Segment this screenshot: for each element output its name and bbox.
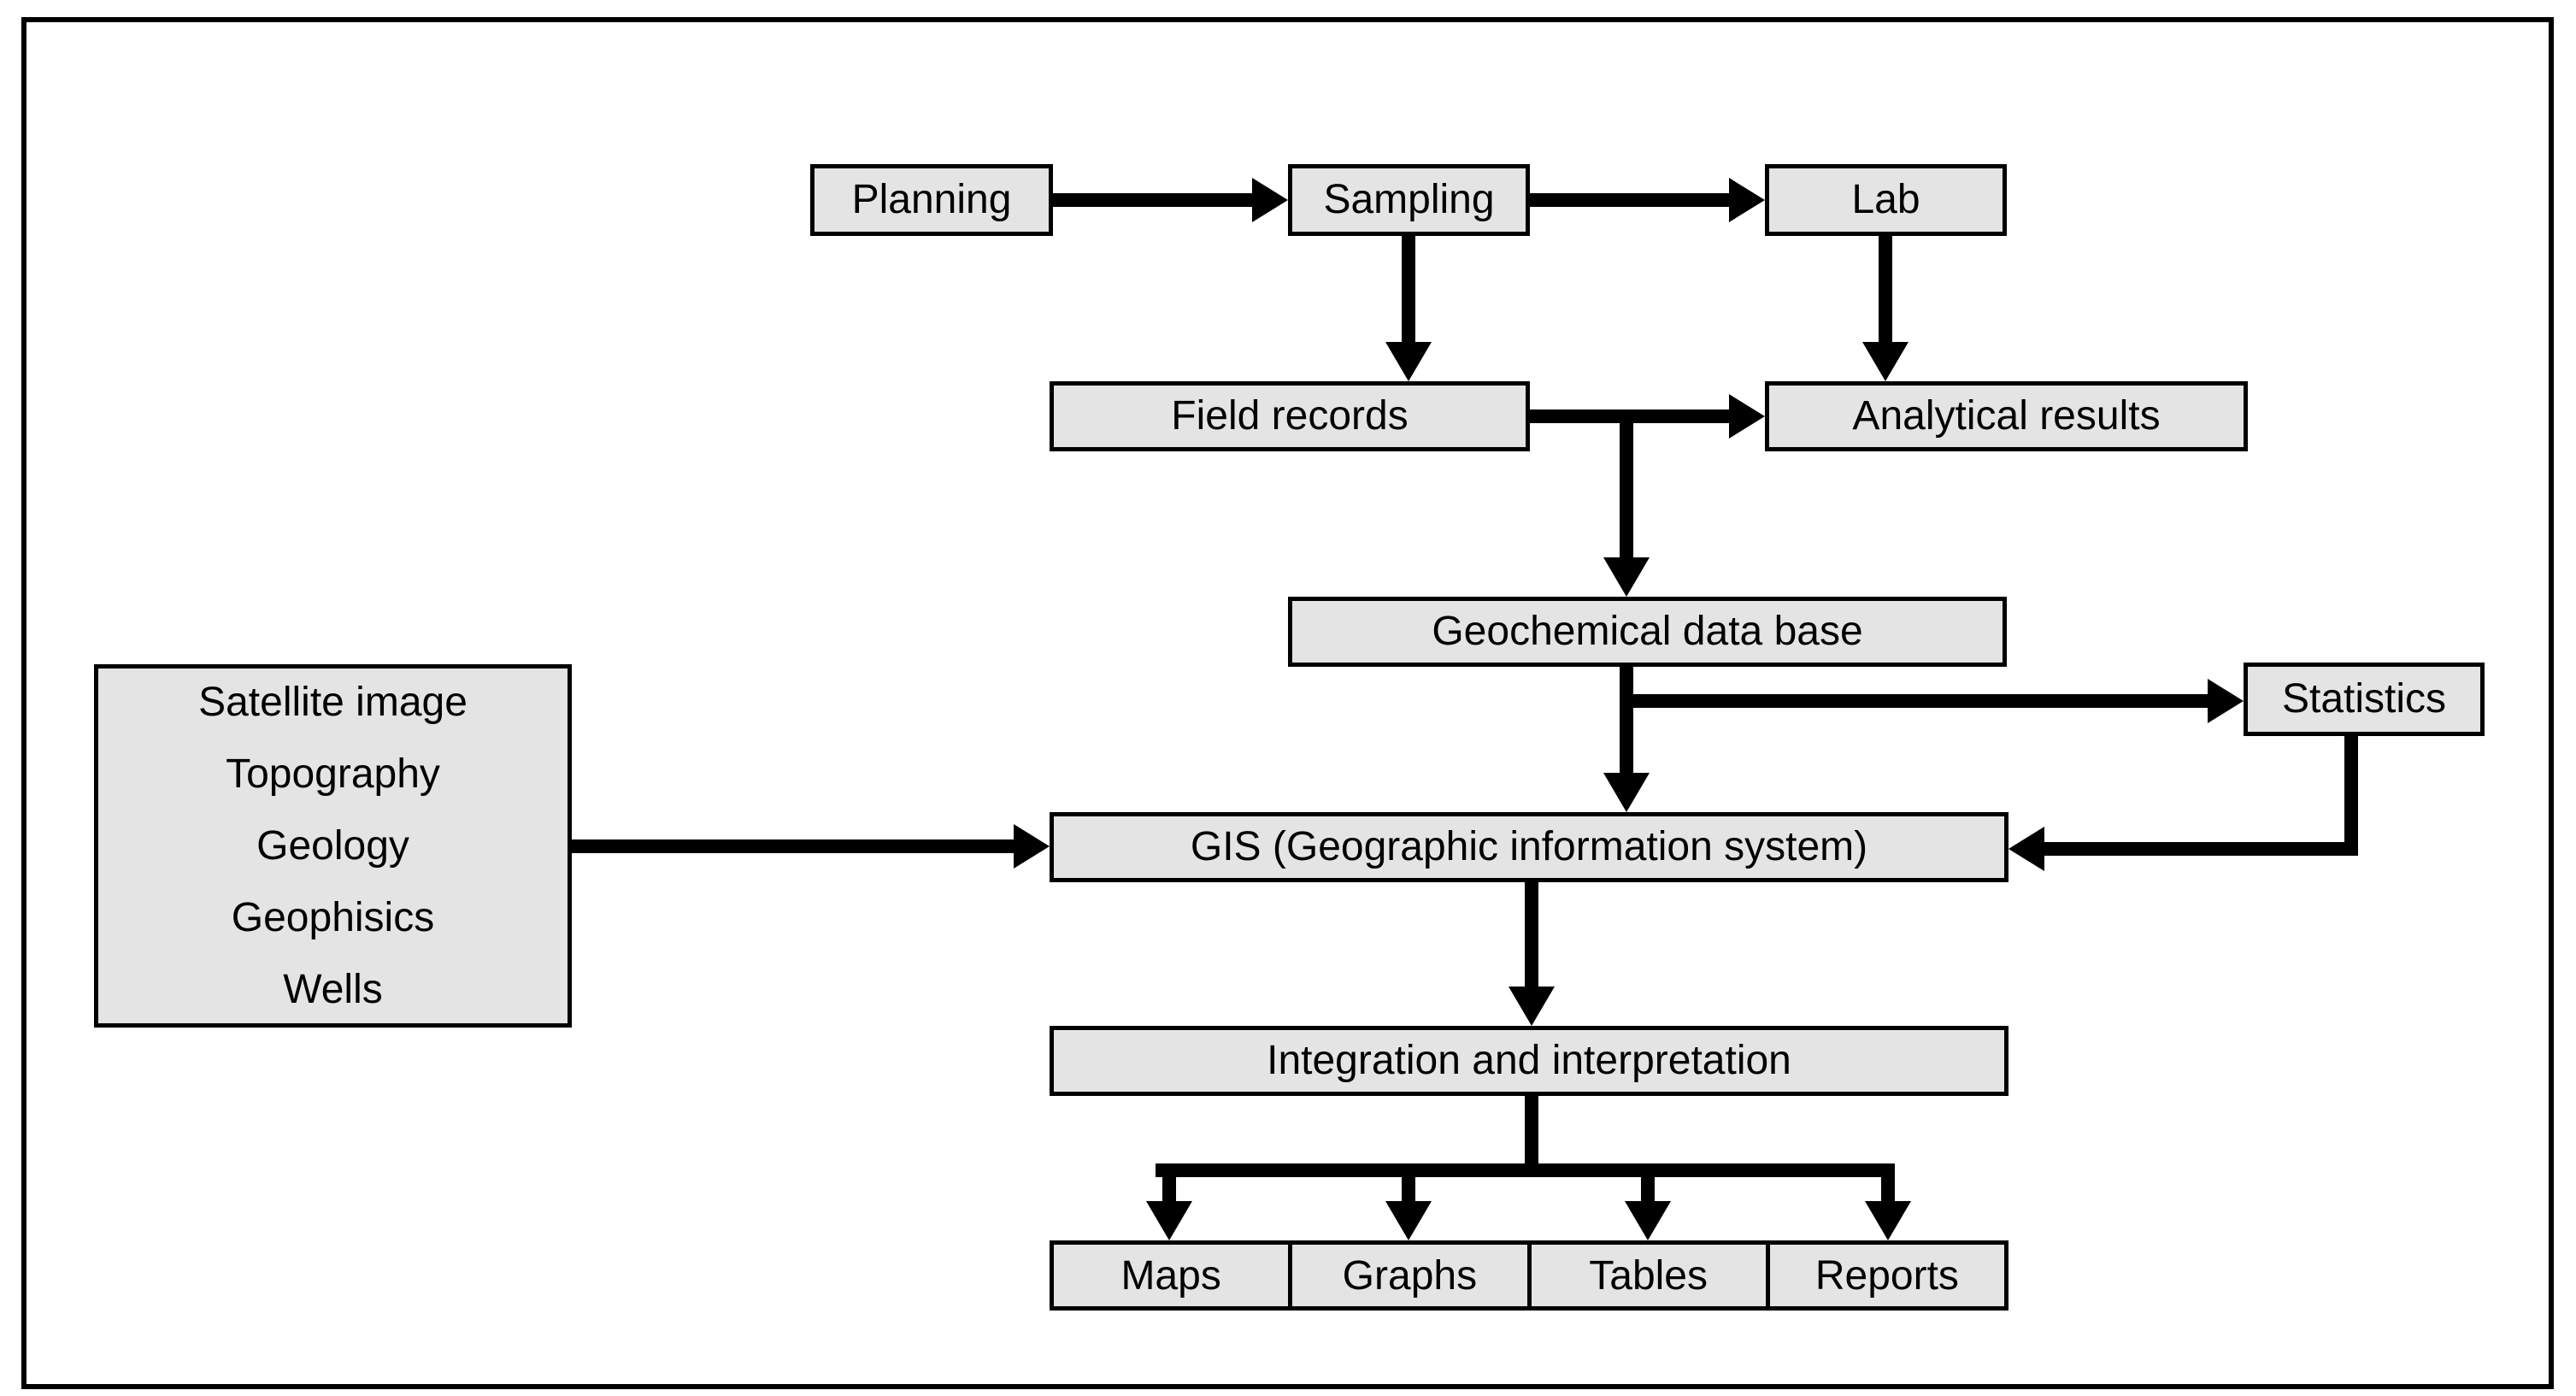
arrowhead-right-icon (1729, 394, 1765, 439)
node-inputs: Satellite image Topography Geology Geoph… (94, 664, 572, 1028)
arrowhead-down-icon (1509, 987, 1555, 1026)
arrowhead-right-icon (1252, 178, 1288, 222)
diagram-outer-frame (21, 17, 2554, 1389)
arrow-shaft (1879, 236, 1892, 349)
node-analytical-results: Analytical results (1765, 381, 2248, 451)
node-planning: Planning (810, 164, 1053, 236)
arrow-shaft (572, 839, 1014, 853)
arrowhead-down-icon (1603, 557, 1650, 597)
arrowhead-down-icon (1603, 773, 1650, 812)
arrow-shaft (1620, 667, 1633, 778)
fanout-drop-reports (1881, 1177, 1895, 1206)
arrow-shaft (1525, 882, 1538, 992)
fanout-stem (1525, 1096, 1538, 1177)
arrowhead-right-icon (1729, 178, 1765, 222)
node-sampling: Sampling (1288, 164, 1530, 236)
arrow-shaft (1626, 694, 2208, 708)
node-gis: GIS (Geographic information system) (1050, 812, 2008, 882)
input-line-geology: Geology (256, 822, 409, 869)
fanout-bar (1156, 1163, 1895, 1177)
node-statistics: Statistics (2244, 663, 2485, 736)
fanout-drop-graphs (1402, 1177, 1415, 1206)
node-field-records: Field records (1050, 381, 1530, 451)
node-tables: Tables (1526, 1240, 1770, 1311)
arrowhead-down-icon (1385, 1201, 1432, 1240)
input-line-satellite-image: Satellite image (198, 679, 468, 725)
input-line-topography: Topography (226, 751, 440, 797)
node-geochemical-data-base: Geochemical data base (1288, 597, 2007, 667)
arrowhead-down-icon (1865, 1201, 1911, 1240)
arrow-shaft (1530, 193, 1731, 207)
node-integration: Integration and interpretation (1050, 1026, 2008, 1096)
node-graphs: Graphs (1288, 1240, 1532, 1311)
arrowhead-down-icon (1385, 342, 1432, 381)
node-reports: Reports (1765, 1240, 2008, 1311)
node-maps: Maps (1050, 1240, 1293, 1311)
arrow-shaft (1402, 236, 1415, 349)
arrowhead-right-icon (1014, 824, 1050, 869)
arrow-shaft (1053, 193, 1256, 207)
input-line-wells: Wells (283, 966, 383, 1012)
arrowhead-down-icon (1625, 1201, 1671, 1240)
arrow-shaft (2044, 842, 2351, 856)
fanout-drop-tables (1641, 1177, 1655, 1206)
outputs-row: Maps Graphs Tables Reports (1050, 1240, 2008, 1311)
node-lab: Lab (1765, 164, 2007, 236)
arrowhead-right-icon (2208, 679, 2244, 723)
arrowhead-left-icon (2008, 827, 2044, 871)
fanout-drop-maps (1162, 1177, 1176, 1206)
arrow-shaft (2344, 736, 2358, 856)
arrow-shaft (1620, 409, 1633, 563)
input-line-geophisics: Geophisics (231, 894, 435, 940)
arrowhead-down-icon (1146, 1201, 1192, 1240)
arrowhead-down-icon (1862, 342, 1908, 381)
